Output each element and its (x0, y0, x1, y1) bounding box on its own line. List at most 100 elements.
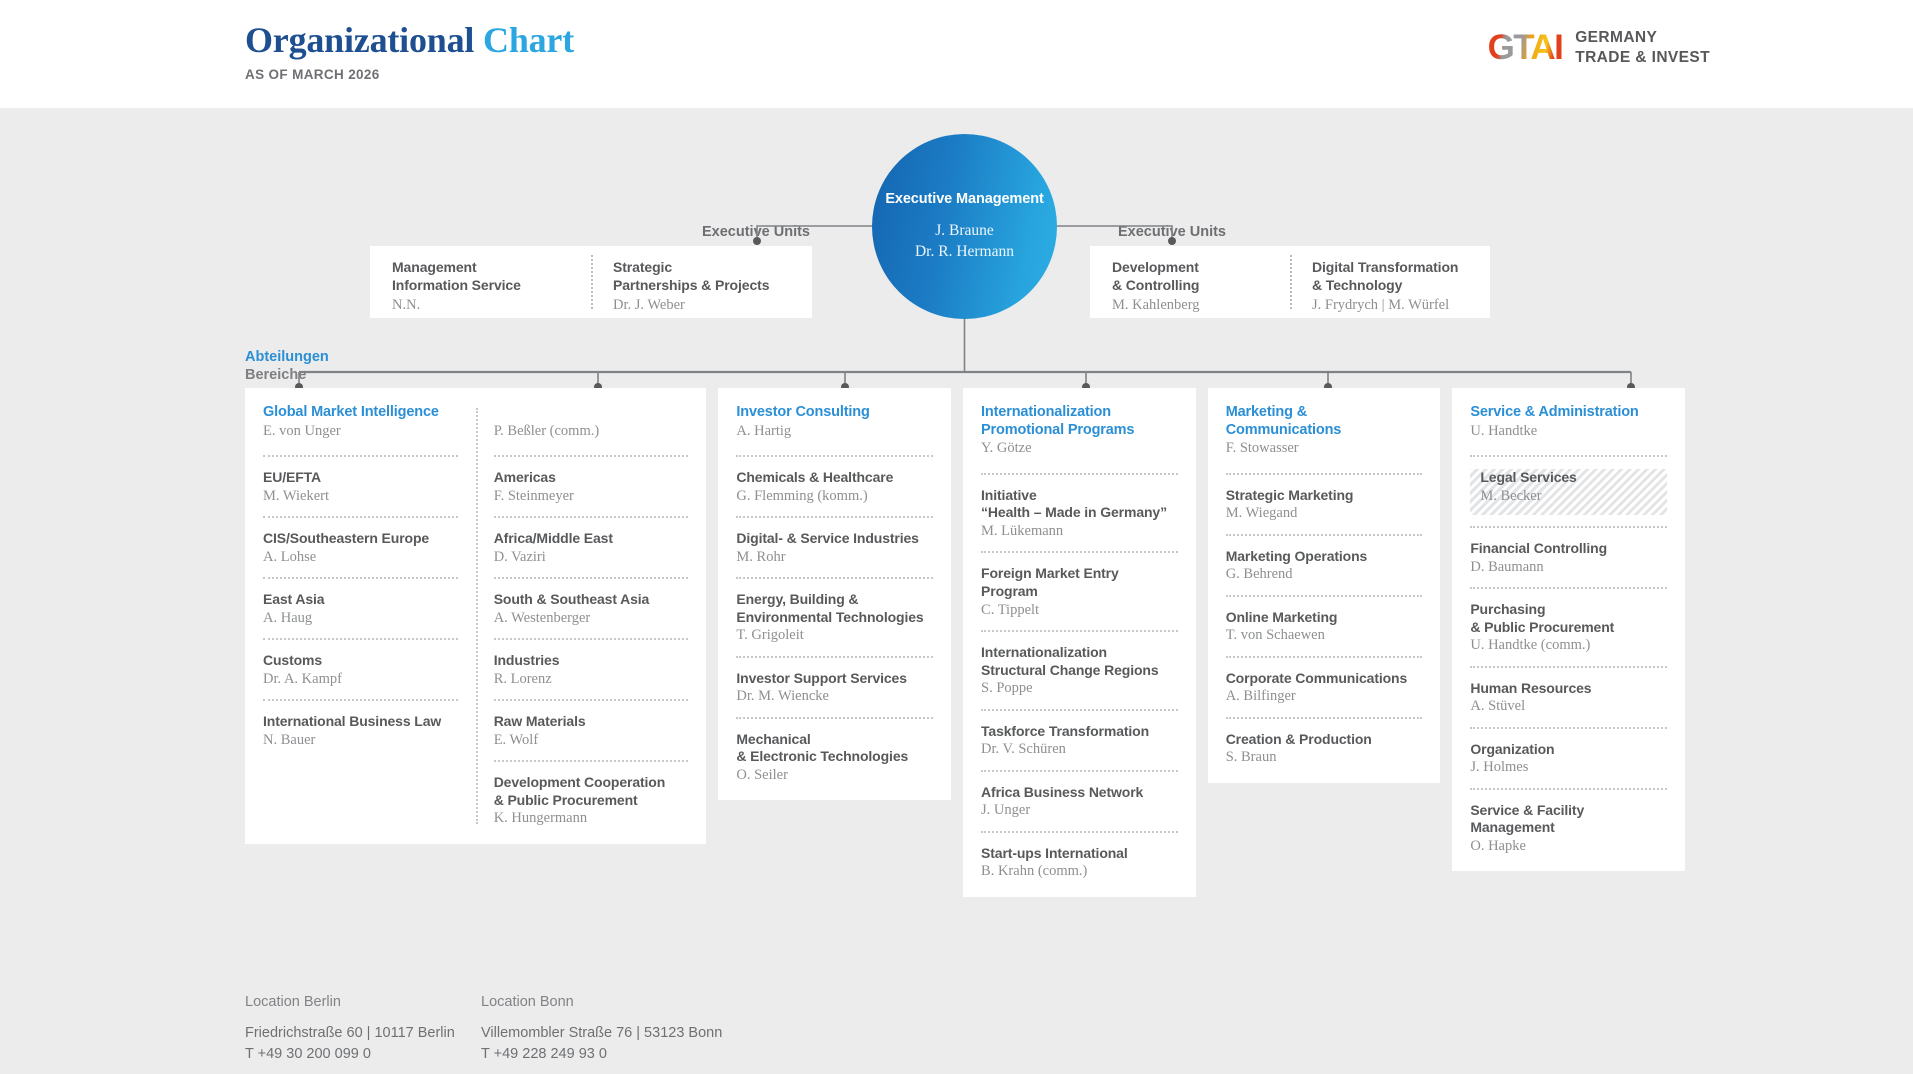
department-unit-person: A. Lohse (263, 548, 317, 565)
department-separator (263, 455, 458, 458)
footer-location-phone: T +49 228 249 93 0 (481, 1045, 607, 1062)
department-unit-name: EU/EFTA (263, 469, 322, 486)
department-unit-name: Financial Controlling (1470, 540, 1608, 557)
executive-management-node[interactable]: Executive Management J. Braune Dr. R. He… (872, 134, 1057, 319)
department-unit[interactable]: Initiative“Health – Made in Germany”M. L… (981, 487, 1178, 541)
footer-location-address: Villemombler Straße 76 | 53123 Bonn (481, 1025, 723, 1041)
executive-person-1: J. Braune (935, 221, 994, 239)
page-title: Organizational Chart (245, 22, 574, 58)
departments-label-line2: Bereiche (245, 367, 307, 384)
department-unit-person: E. Wolf (493, 731, 539, 748)
department-unit-person: G. Flemming (komm.) (736, 487, 868, 504)
department-unit-person: M. Wiekert (263, 487, 329, 504)
department-unit-name: Investor Support Services (736, 669, 907, 686)
department-unit-name: Development Cooperation& Public Procurem… (493, 774, 666, 808)
gtai-logo-text: GERMANY TRADE & INVEST (1575, 28, 1710, 68)
gtai-logo-line2: TRADE & INVEST (1575, 48, 1710, 66)
department-head-secondary[interactable]: P. Beßler (comm.) (494, 404, 689, 444)
department-unit-name: Marketing Operations (1225, 547, 1368, 564)
department-unit-name: Digital- & Service Industries (736, 530, 919, 547)
department-unit-name: Legal Services (1480, 469, 1577, 486)
department-unit-person: D. Vaziri (493, 548, 546, 565)
department-unit-person: Dr. M. Wiencke (736, 688, 829, 705)
department-unit-name: International Business Law (263, 713, 442, 730)
department-unit-name: Mechanical& Electronic Technologies (736, 730, 909, 765)
department-unit-name: Creation & Production (1225, 730, 1372, 747)
page-title-part1: Organizational (245, 20, 475, 60)
department-unit-person: J. Unger (981, 802, 1031, 819)
executive-person-2: Dr. R. Hermann (914, 242, 1014, 260)
department-unit-person: F. Steinmeyer (493, 487, 574, 504)
department-unit[interactable]: Energy, Building &Environmental Technolo… (736, 577, 934, 645)
executive-unit-person: N.N. (392, 296, 421, 313)
department-person: Y. Götze (981, 440, 1032, 457)
executive-management-title: Executive Management (885, 190, 1044, 207)
footer-location-title: Location Bonn (481, 994, 574, 1010)
department-unit-person: A. Bilfinger (1225, 688, 1296, 705)
department-unit[interactable]: Development Cooperation& Public Procurem… (493, 760, 689, 828)
department-unit-name: Start-ups International (981, 844, 1128, 861)
department-unit-name: Africa/Middle East (493, 530, 613, 547)
department-unit-name: Taskforce Transformation (981, 722, 1150, 739)
department-unit-person: Dr. V. Schüren (981, 741, 1066, 758)
department-person: U. Handtke (1470, 422, 1538, 439)
department-name: Global Market Intelligence (263, 404, 439, 420)
department-unit-name: Purchasing& Public Procurement (1470, 601, 1615, 635)
canvas-left-padding (0, 108, 185, 1074)
executive-unit-name: Digital Transformation& Technology (1312, 259, 1459, 293)
department-unit-person: M. Lükemann (981, 523, 1064, 540)
departments-label-line1: Abteilungen (245, 349, 329, 365)
executive-units-label-left: Executive Units (702, 224, 810, 240)
department-unit-person: M. Rohr (736, 548, 786, 565)
department-separator (736, 455, 934, 458)
page-title-part2: Chart (483, 20, 575, 60)
